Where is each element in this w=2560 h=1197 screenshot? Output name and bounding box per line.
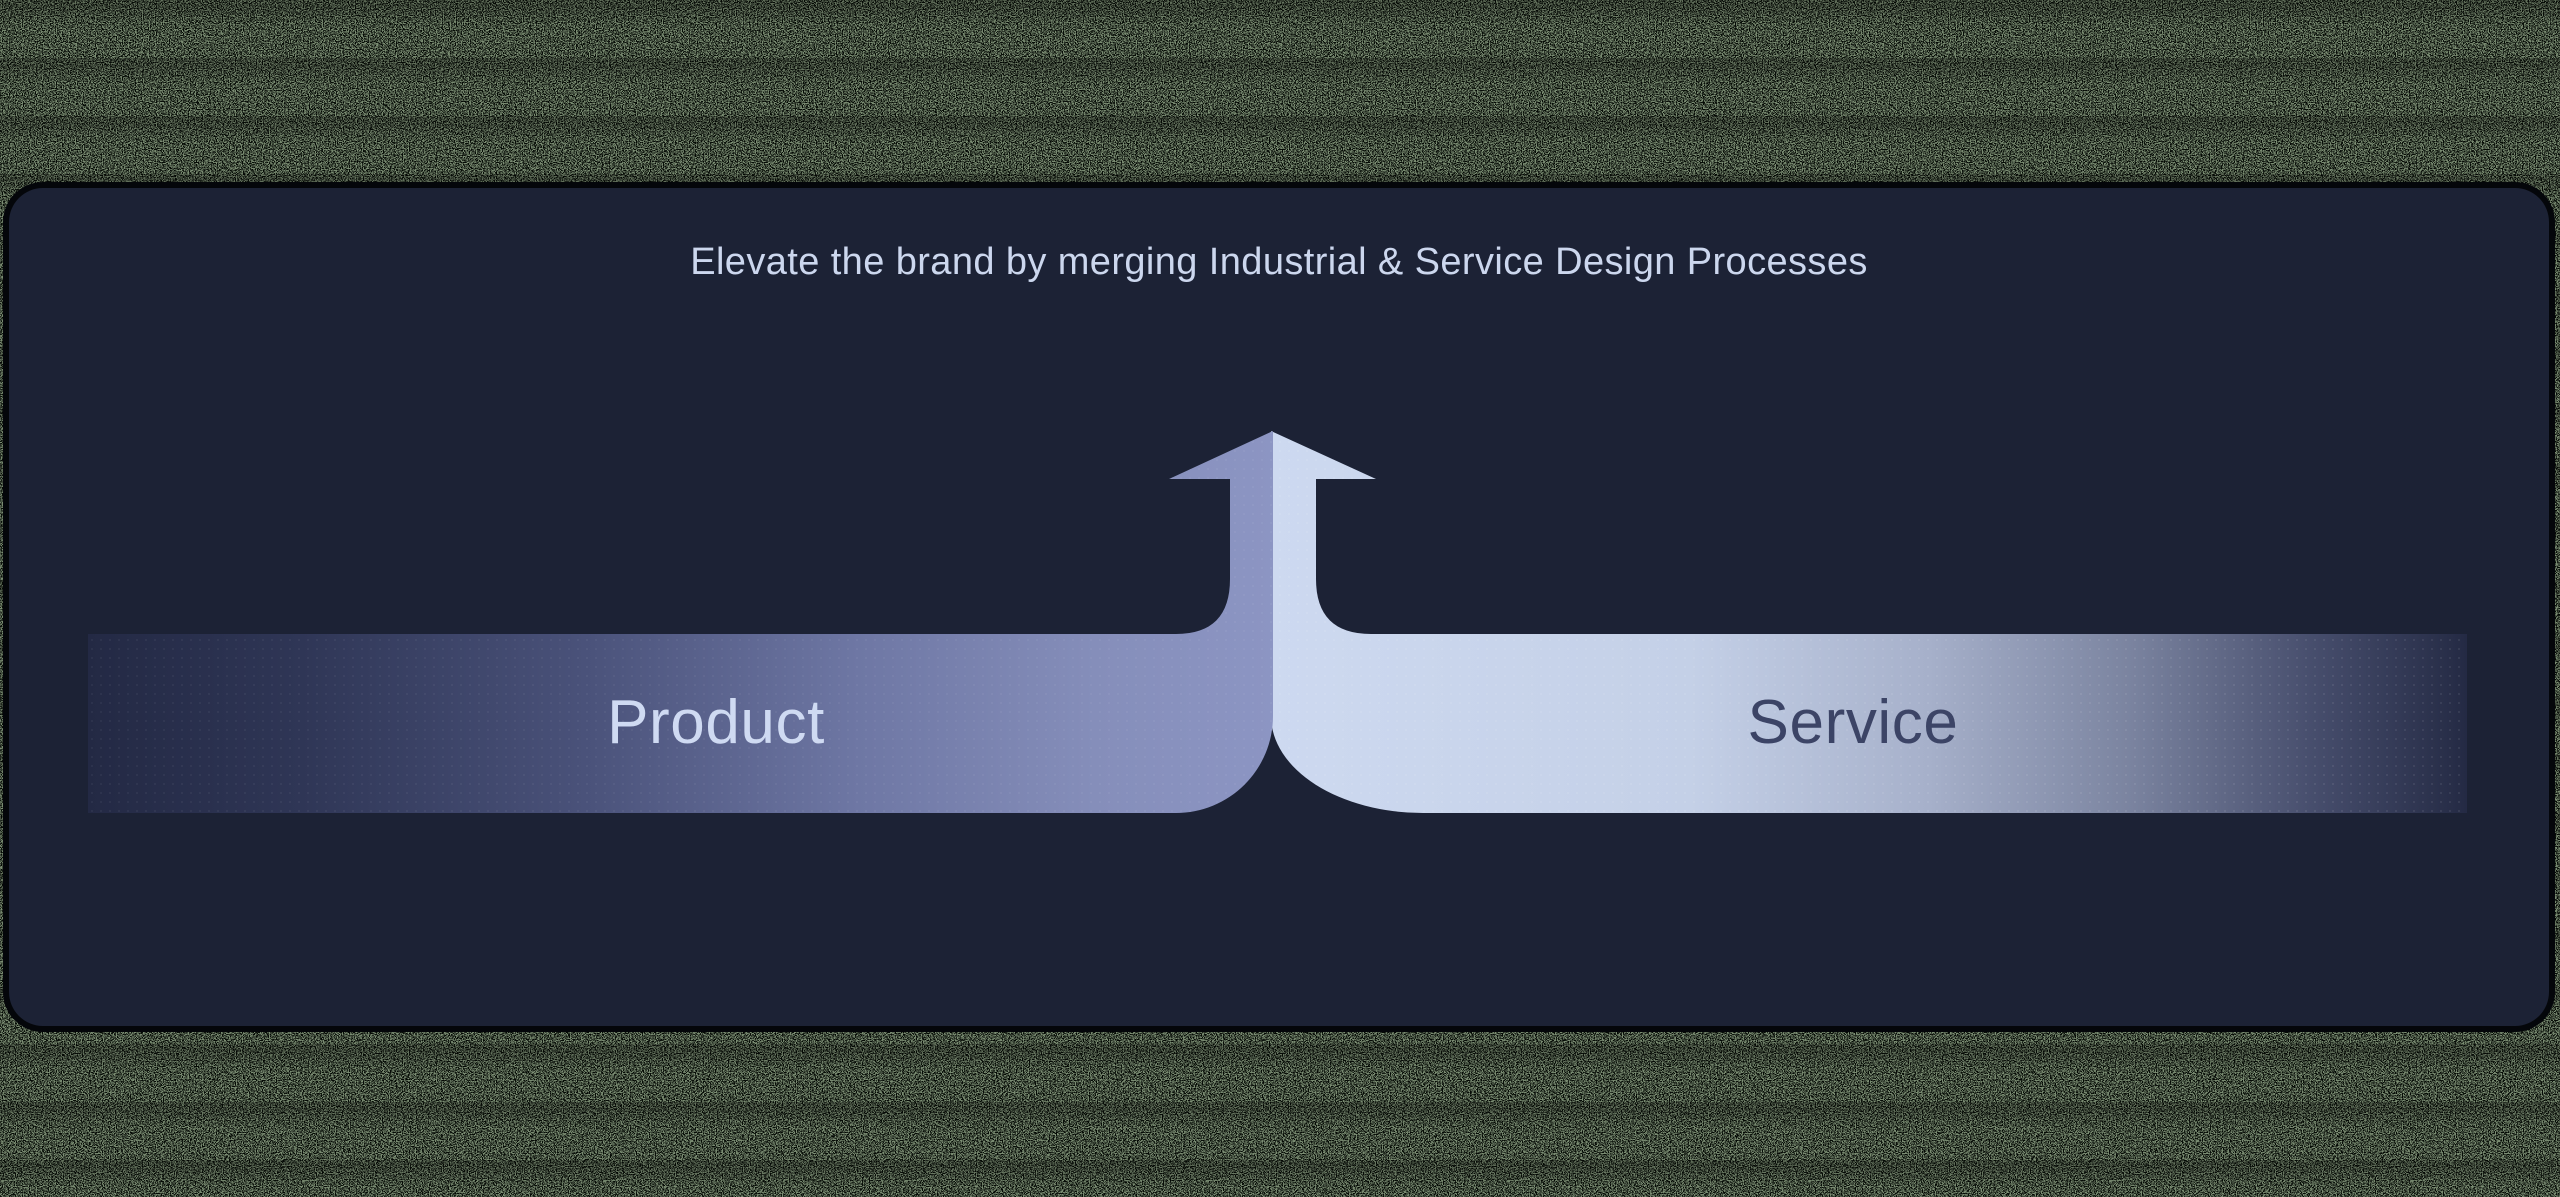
merge-diagram xyxy=(88,431,2467,813)
product-flow-texture xyxy=(88,431,1273,813)
merge-up-arrow xyxy=(88,431,2467,813)
service-flow-texture xyxy=(1271,431,2467,813)
service-band-label: Service xyxy=(1747,688,1959,757)
product-band-label: Product xyxy=(607,688,825,757)
slide-title: Elevate the brand by merging Industrial … xyxy=(690,241,1868,283)
slide-panel: Elevate the brand by merging Industrial … xyxy=(9,188,2549,1026)
